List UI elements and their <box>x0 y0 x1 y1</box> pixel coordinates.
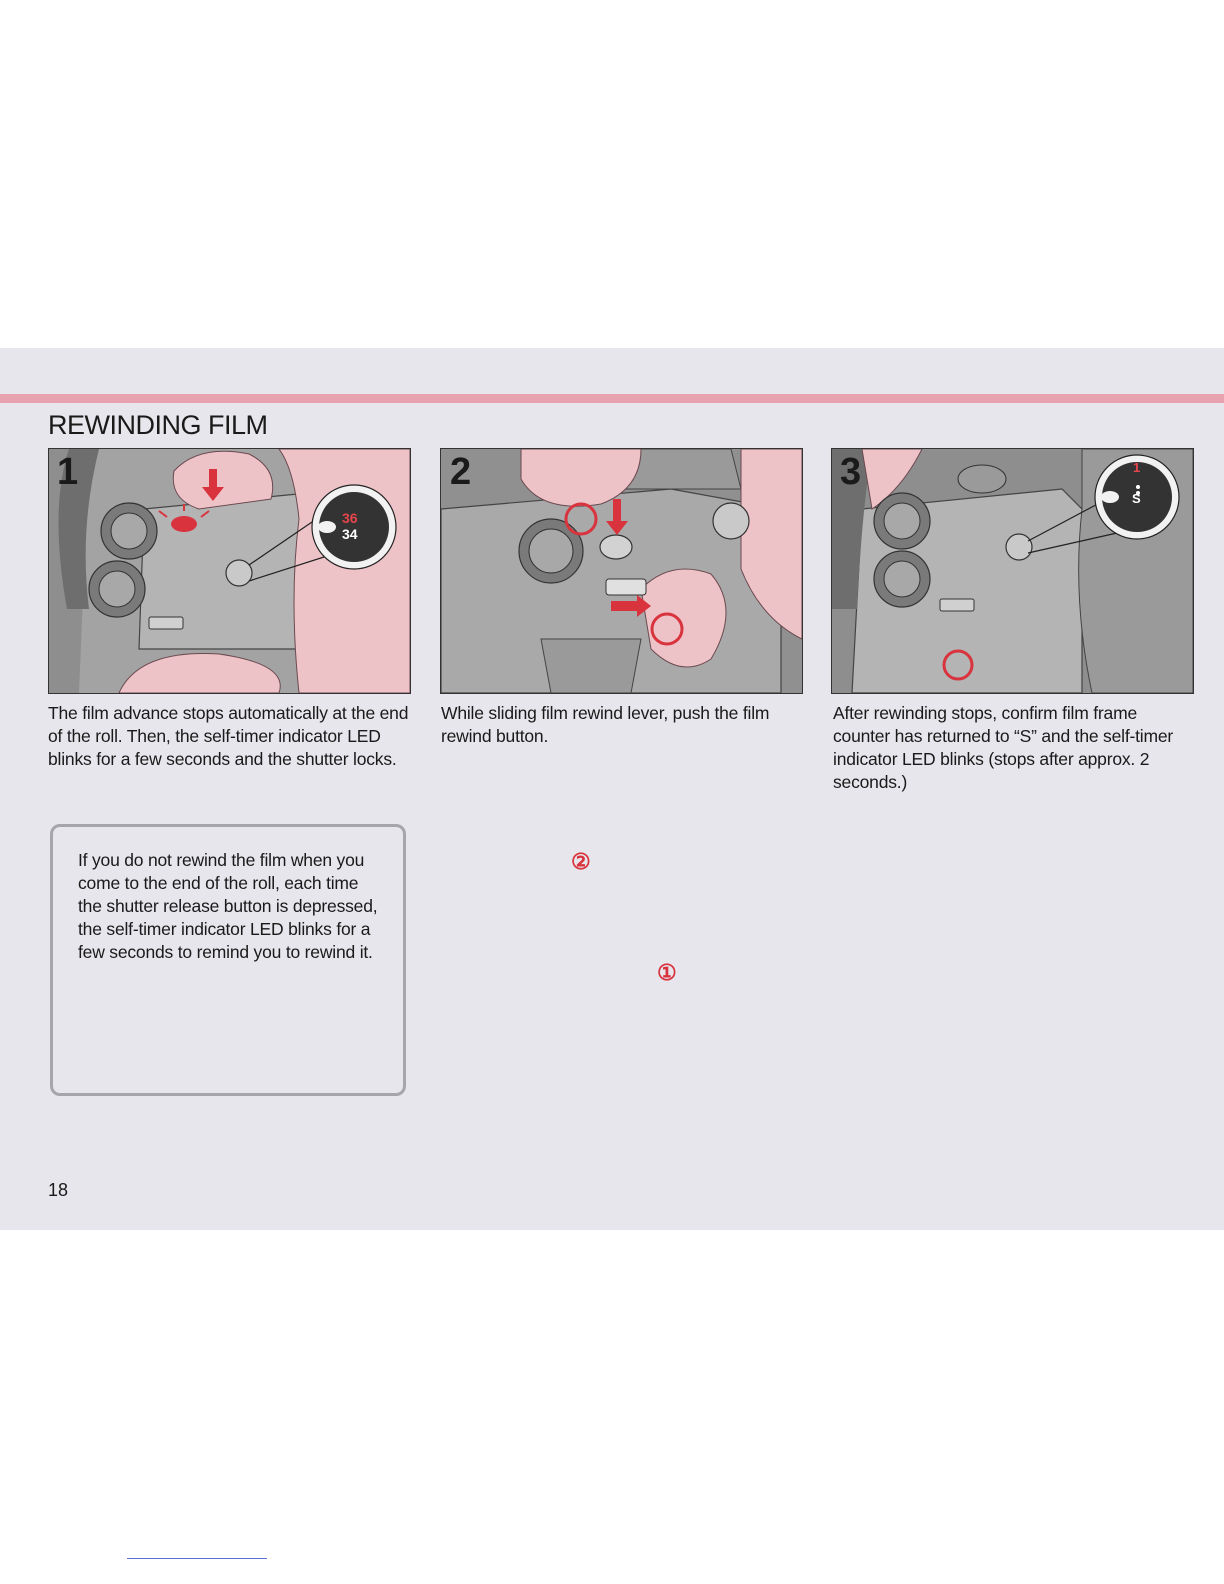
page-title: REWINDING FILM <box>48 410 268 440</box>
step-1-camera-drawing <box>49 449 410 693</box>
step-1-illustration <box>48 448 411 694</box>
step-2-camera-drawing <box>441 449 802 693</box>
page-number: 18 <box>48 1180 69 1200</box>
step-2-number: 2 <box>450 451 472 493</box>
step-2-illustration <box>440 448 803 694</box>
step-3-illustration <box>831 448 1194 694</box>
manual-page: REWINDING FILM 1 <box>0 348 1224 1230</box>
reminder-note-text: If you do not rewind the film when you c… <box>78 850 378 962</box>
step-3-counter-top: 1 <box>1133 460 1141 475</box>
step-1-caption: The film advance stops automatically at … <box>48 703 409 769</box>
step-2-callout-2: ② <box>571 849 591 874</box>
step-3-counter-bottom: S <box>1132 491 1141 506</box>
step-1-counter-bottom: 34 <box>342 526 358 542</box>
step-3-camera-drawing <box>832 449 1193 693</box>
footer-link-underline <box>127 1558 267 1559</box>
header-stripe <box>0 394 1224 403</box>
reminder-note-box: If you do not rewind the film when you c… <box>50 824 406 1096</box>
step-3-number: 3 <box>840 451 862 493</box>
step-2-callout-1: ① <box>657 960 677 985</box>
step-1-counter-top: 36 <box>342 510 358 526</box>
step-1-number: 1 <box>57 451 79 493</box>
step-2-caption: While sliding film rewind lever, push th… <box>441 703 770 746</box>
step-3-caption: After rewinding stops, confirm film fram… <box>833 703 1173 792</box>
